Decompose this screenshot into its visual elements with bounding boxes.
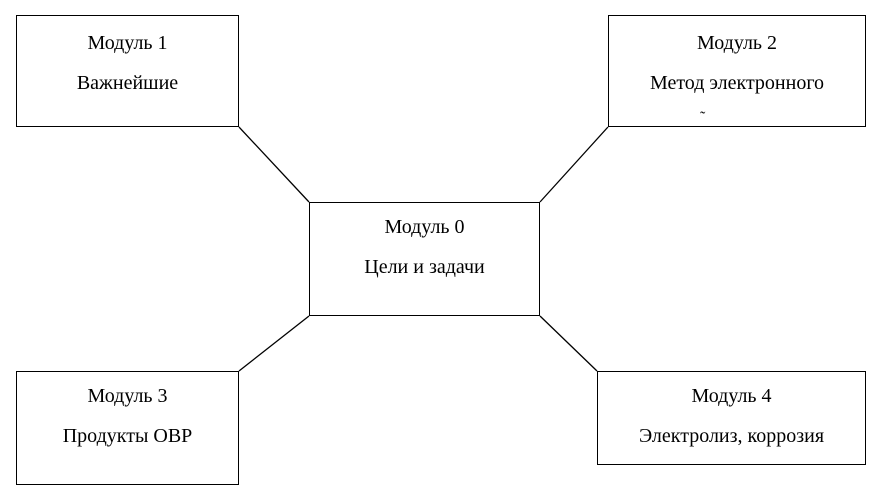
module-3-subtitle: Продукты ОВР (62, 425, 193, 447)
module-2-box: Модуль 2 Метод электронного (608, 15, 866, 127)
module-3-box: Модуль 3 Продукты ОВР (16, 371, 239, 485)
module-2-subtitle: Метод электронного (649, 72, 825, 94)
connector-center-module-3 (238, 315, 310, 372)
module-4-subtitle: Электролиз, коррозия (638, 425, 825, 447)
module-2-cutoff-glyph: ˜ (700, 109, 706, 126)
module-0-subtitle: Цели и задачи (364, 256, 485, 278)
connector-center-module-2 (539, 126, 609, 203)
module-3-title: Модуль 3 (87, 385, 168, 407)
module-1-subtitle: Важнейшие (76, 72, 179, 94)
module-4-title: Модуль 4 (691, 385, 772, 407)
module-1-box: Модуль 1 Важнейшие (16, 15, 239, 127)
module-0-box: Модуль 0 Цели и задачи (309, 202, 540, 316)
module-2-title: Модуль 2 (696, 32, 778, 54)
connector-center-module-4 (539, 315, 598, 372)
module-1-title: Модуль 1 (87, 32, 168, 54)
module-4-box: Модуль 4 Электролиз, коррозия (597, 371, 866, 465)
connector-center-module-1 (238, 126, 310, 203)
module-0-title: Модуль 0 (384, 216, 465, 238)
